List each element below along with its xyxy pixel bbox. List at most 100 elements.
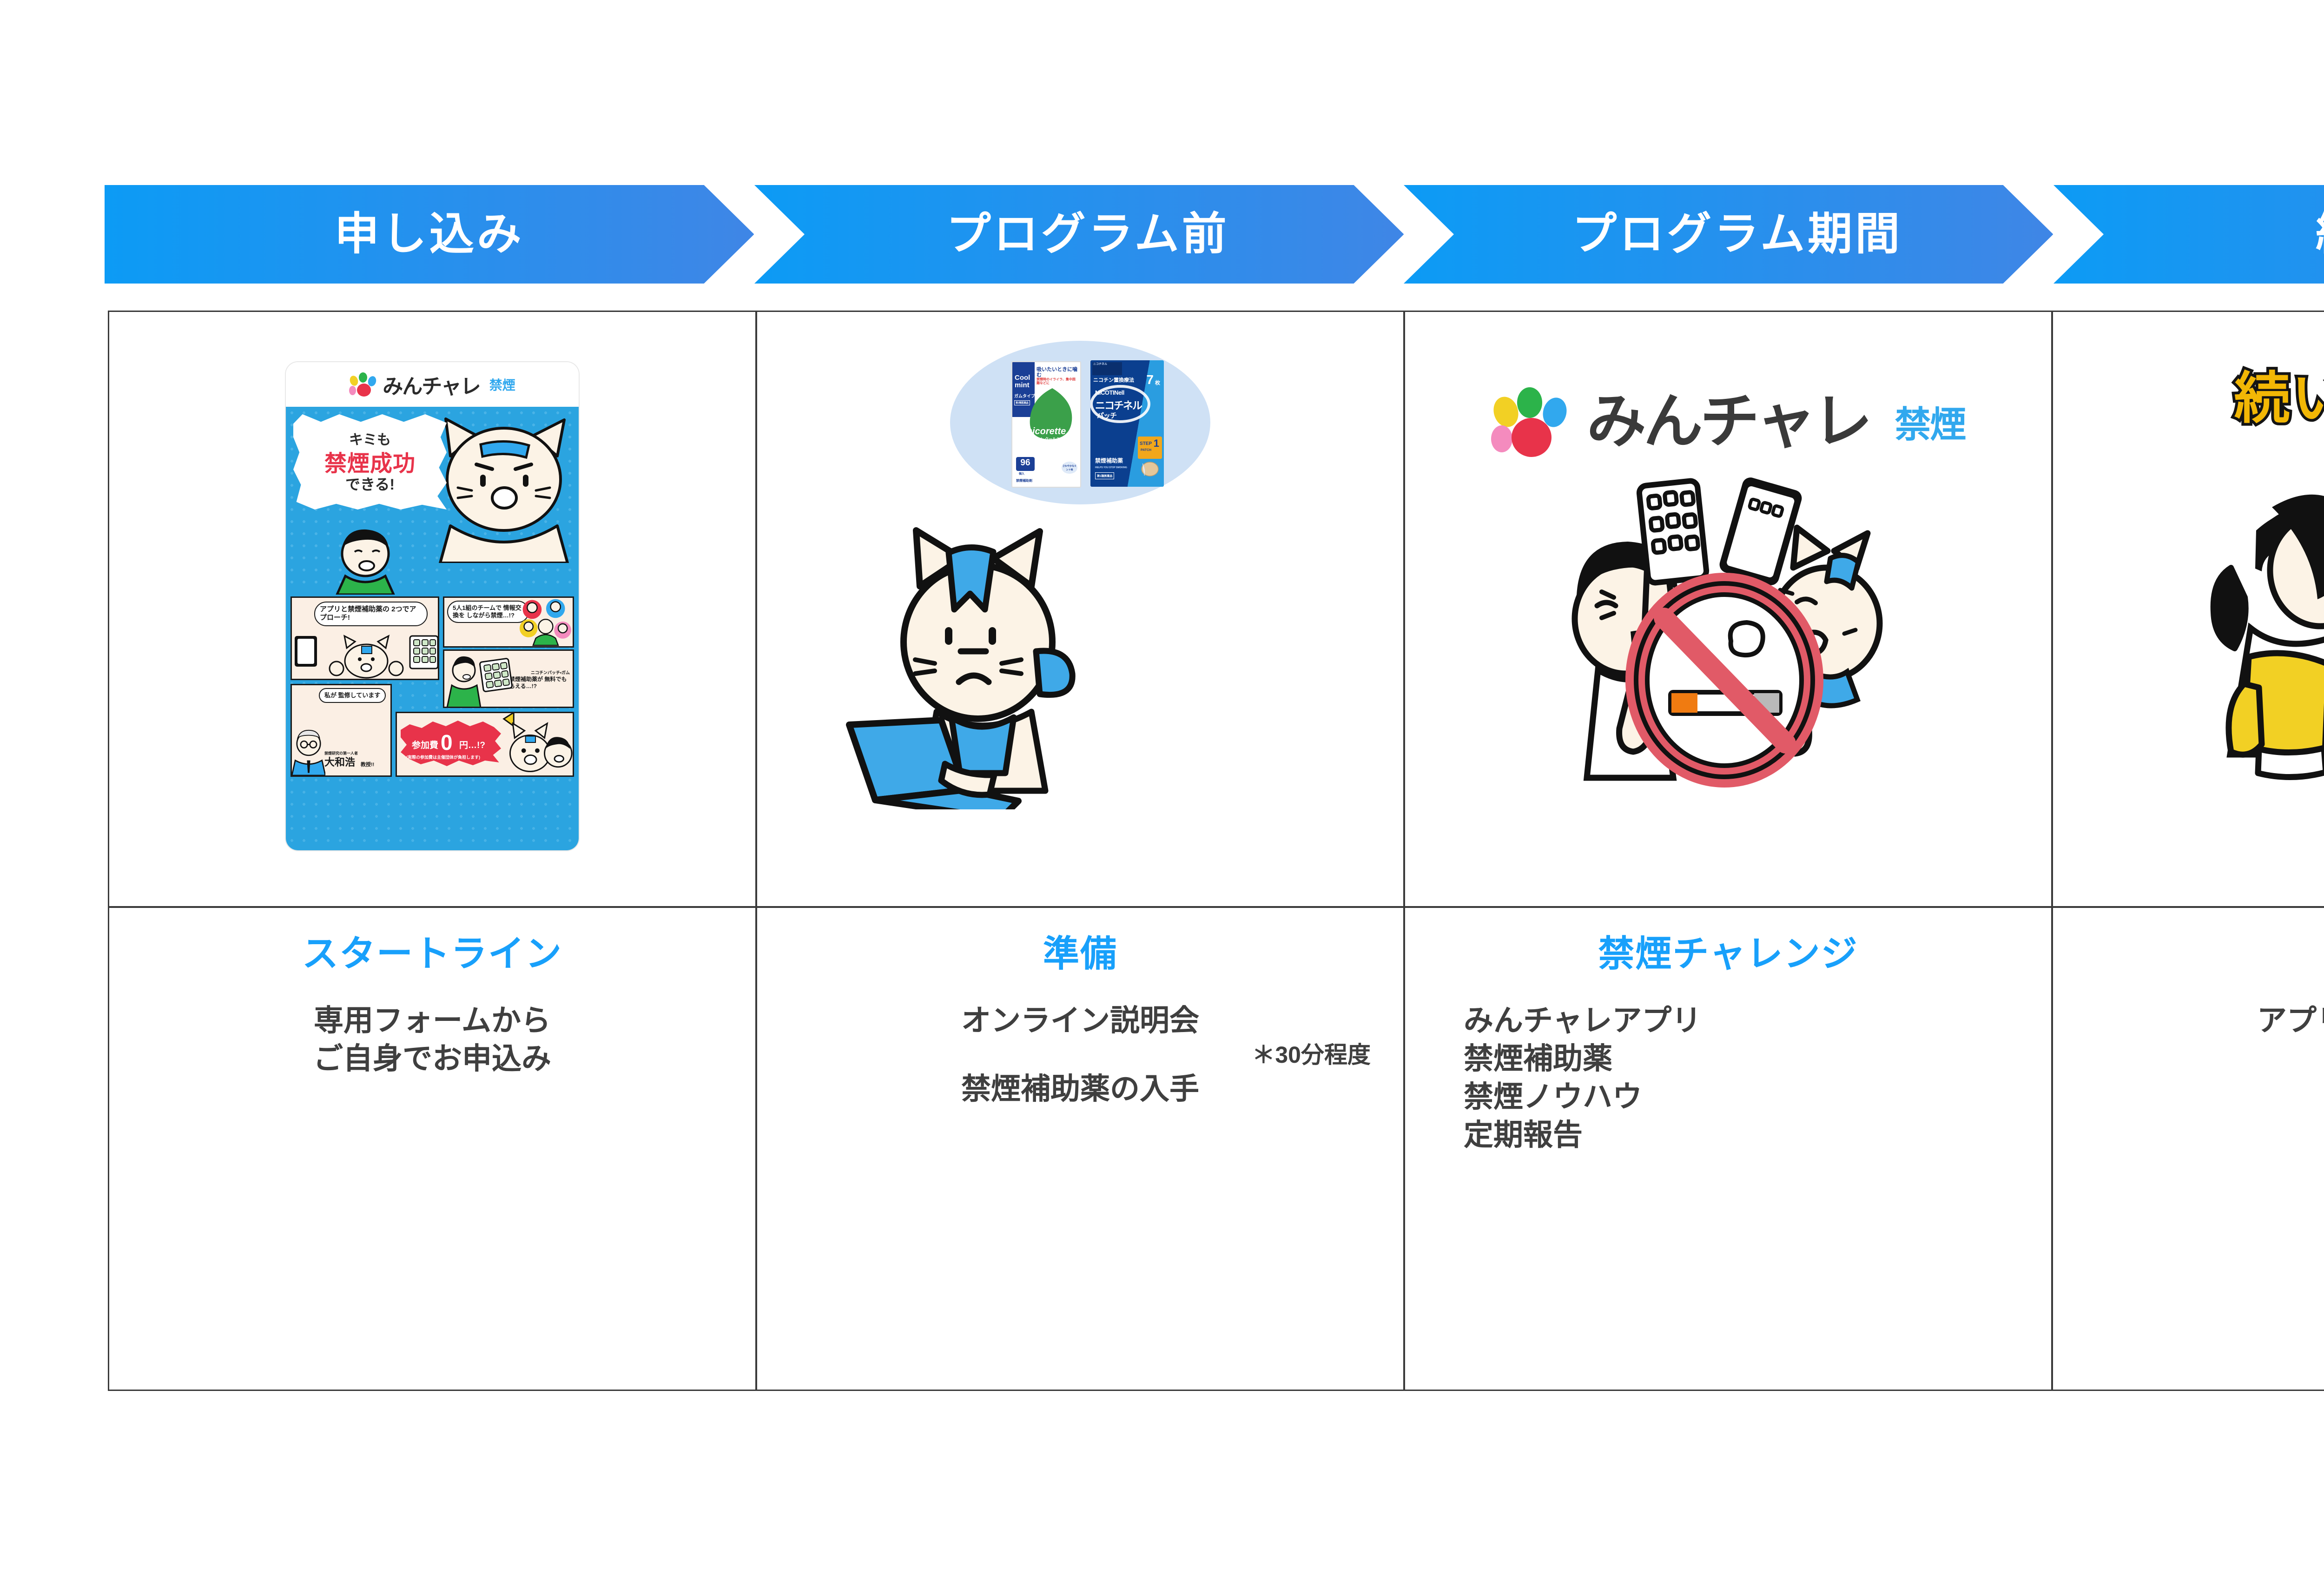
flyer-speech-bubble: キミも 禁煙成功 できる! (293, 414, 447, 510)
flyer-header: みんチャレ 禁煙 (286, 362, 579, 407)
mascot-cat-icon (439, 417, 569, 563)
chevron-shape-icon (754, 185, 1404, 284)
step-label-3: プログラム期間 (1572, 209, 1903, 259)
gum-brand: nicorette (1026, 426, 1066, 437)
price-burst-badge: 参加費 0 円…!? (実際の参加費は主催団体が負担します) (401, 721, 501, 766)
patch-therapy: ニコチン置換療法 (1093, 377, 1134, 383)
step-chevron-2[interactable]: プログラム前 (754, 185, 1404, 284)
step-chevron-1[interactable]: 申し込み (105, 185, 754, 284)
stage-table: みんチャレ 禁煙 キミも 禁煙成功 できる! (108, 311, 2324, 1391)
minchalle-logo-word: みんチャレ (1586, 388, 1873, 455)
comic-panel-d-caption: 私が 監修しています (319, 688, 386, 703)
patch-pad-icon (1141, 462, 1159, 477)
patch-step-label: STEP (1140, 441, 1152, 446)
step-chevron-3[interactable]: プログラム期間 (1404, 185, 2053, 284)
patch-brand-jp: ニコチネル (1095, 400, 1142, 411)
continue-headline: 続いてます (2232, 367, 2324, 430)
stage-body-3-line-2: 禁煙補助薬 (1464, 1042, 1612, 1076)
flyer-poster: みんチャレ 禁煙 キミも 禁煙成功 できる! (286, 362, 579, 850)
panel-a-art (295, 635, 438, 679)
patch-sheets: 7 (1146, 372, 1154, 387)
stage-body-2: オンライン説明会 ＊30分程度 禁煙補助薬の入手 (790, 1002, 1371, 1108)
chevron-shape-icon (2053, 185, 2324, 284)
panel-c-art (446, 656, 513, 707)
gum-top-line: 吸いたいときに噛む (1037, 367, 1077, 378)
patch-sheets-unit: 枚 (1155, 380, 1160, 386)
stage-body-3-line-4: 定期報告 (1464, 1118, 1583, 1152)
comic-panel-d-small: 禁煙研究の第一人者 (324, 751, 358, 755)
media-cell-program: みんチャレ 禁煙 (1403, 312, 2051, 906)
minchalle-logo: みんチャレ 禁煙 (1490, 386, 1966, 457)
stage-body-4: アプリの継続利用 ＊希望者のみ (2086, 1002, 2324, 1070)
text-cell-application: スタートライン 専用フォームから ご自身でお申込み (109, 908, 755, 1390)
patch-brand-en: NICOTINell (1095, 389, 1124, 396)
comic-panel-d-name: 大和浩 (324, 756, 356, 768)
comic-panel-c-caption: 禁煙補助薬が 無料でもらえる…!? (509, 676, 567, 689)
stage-title-1: スタートライン (302, 933, 562, 974)
stage-body-3-line-3: 禁煙ノウハウ (1464, 1080, 1642, 1114)
comic-panel-c-small: ニコチンパッチ・ガム (530, 670, 570, 675)
media-cell-after: 続いてます (2051, 312, 2324, 906)
gum-count-unit: 個入 (1019, 473, 1025, 476)
nicotinell-patch-box: ニコチネル ニコチン置換療法 7 枚 NICOTINell ニコチネル パッチ … (1090, 360, 1164, 487)
stage-body-4-line-1: アプリの継続利用 (2257, 1004, 2324, 1038)
stage-title-4: 継続 (2086, 933, 2324, 974)
flyer-hero: キミも 禁煙成功 できる! (286, 407, 579, 595)
price-burst-num: 0 (441, 730, 453, 755)
gum-count: 96 (1016, 457, 1035, 471)
patch-step-sub: PATCH (1141, 449, 1152, 452)
comic-panel-e: 参加費 0 円…!? (実際の参加費は主催団体が負担します) (396, 712, 574, 777)
cat-with-laptop-icon (846, 527, 1076, 809)
patch-swoosh-icon (1090, 385, 1150, 423)
comic-panel-a-caption: アプリと禁煙補助薬の 2つでアプローチ! (314, 602, 428, 626)
comic-panel-d: 私が 監修しています 禁煙研究の第一人者 大和浩 教授!! (290, 684, 392, 777)
paw-print-icon (349, 372, 377, 397)
gum-corner-badge: さわやかなミント味 (1062, 462, 1077, 474)
text-cell-program: 禁煙チャレンジ みんチャレアプリ 禁煙補助薬 禁煙ノウハウ 定期報告 (1403, 908, 2051, 1390)
media-cell-preparation: 吸いたいときに噛む 禁煙時のイライラ、集中困難などに Cool mint ガムタ… (755, 312, 1403, 906)
chevron-shape-icon (1404, 185, 2053, 284)
stage-title-3: 禁煙チャレンジ (1598, 933, 1858, 974)
comic-panel-c: ニコチンパッチ・ガム 禁煙補助薬が 無料でもらえる…!? (443, 649, 574, 708)
text-cell-after: 継続 アプリの継続利用 ＊希望者のみ (2051, 908, 2324, 1390)
patch-brand-jp2: パッチ (1097, 412, 1117, 420)
stage-body-2-line-1: オンライン説明会 (961, 1004, 1199, 1038)
process-step-banner: 申し込み プログラム前 プログラム期間 (105, 185, 2324, 284)
gum-green-shape-icon (1030, 388, 1072, 439)
flyer-comic-panels: アプリと禁煙補助薬の 2つでアプローチ! (286, 593, 579, 850)
patch-aid: 禁煙補助薬 (1095, 457, 1123, 464)
step-chevron-4[interactable]: 終了後 (2053, 185, 2324, 284)
table-row-text: スタートライン 専用フォームから ご自身でお申込み 準備 オンライン説明会 ＊3… (109, 906, 2324, 1390)
price-burst-pre: 参加費 (412, 741, 439, 750)
media-cell-application: みんチャレ 禁煙 キミも 禁煙成功 できる! (109, 312, 755, 906)
price-burst-post: 円…!? (459, 741, 485, 750)
minchalle-logo-sub: 禁煙 (1895, 404, 1966, 445)
professor-icon (292, 729, 325, 775)
gum-flavor-2: mint (1015, 381, 1030, 389)
stage-title-2: 準備 (1043, 933, 1117, 974)
stage-note-4: ＊希望者のみ (2086, 1040, 2324, 1070)
patch-step-num: 1 (1153, 437, 1159, 449)
gum-brand-jp: ニコレット クールミント (1025, 437, 1068, 441)
text-cell-preparation: 準備 オンライン説明会 ＊30分程度 禁煙補助薬の入手 (755, 908, 1403, 1390)
comic-panel-d-name-sub: 教授!! (361, 762, 375, 768)
stage-body-3: みんチャレアプリ 禁煙補助薬 禁煙ノウハウ 定期報告 (1438, 1002, 2019, 1154)
stage-body-3-line-1: みんチャレアプリ (1464, 1004, 1702, 1038)
panel-b-avatars (519, 599, 572, 646)
flyer-headline-3: できる! (345, 476, 395, 493)
step-label-2: プログラム前 (946, 209, 1229, 259)
gum-sub-line: 禁煙時のイライラ、集中困難などに (1037, 378, 1076, 385)
chevron-shape-icon (105, 185, 754, 284)
flyer-headline-2: 禁煙成功 (324, 451, 416, 476)
comic-panel-b-caption: 5人1組のチームで 情報交換を しながら禁煙…!? (447, 601, 529, 623)
step-label-4: 終了後 (2298, 212, 2324, 257)
gum-class-badge: 第2類医薬品 (1014, 400, 1030, 405)
step-label-1: 申し込み (334, 209, 524, 259)
patch-class-badge: 第1類医薬品 (1095, 472, 1115, 479)
table-row-media: みんチャレ 禁煙 キミも 禁煙成功 できる! (109, 312, 2324, 906)
gum-flavor-1: Cool (1015, 374, 1030, 382)
stage-body-1: 専用フォームから ご自身でお申込み (142, 1002, 723, 1078)
nicorette-gum-box: 吸いたいときに噛む 禁煙時のイライラ、集中困難などに Cool mint ガムタ… (1011, 361, 1081, 488)
flyer-headline-1: キミも (349, 432, 391, 448)
stage-body-1-line-2: ご自身でお申込み (313, 1042, 551, 1076)
